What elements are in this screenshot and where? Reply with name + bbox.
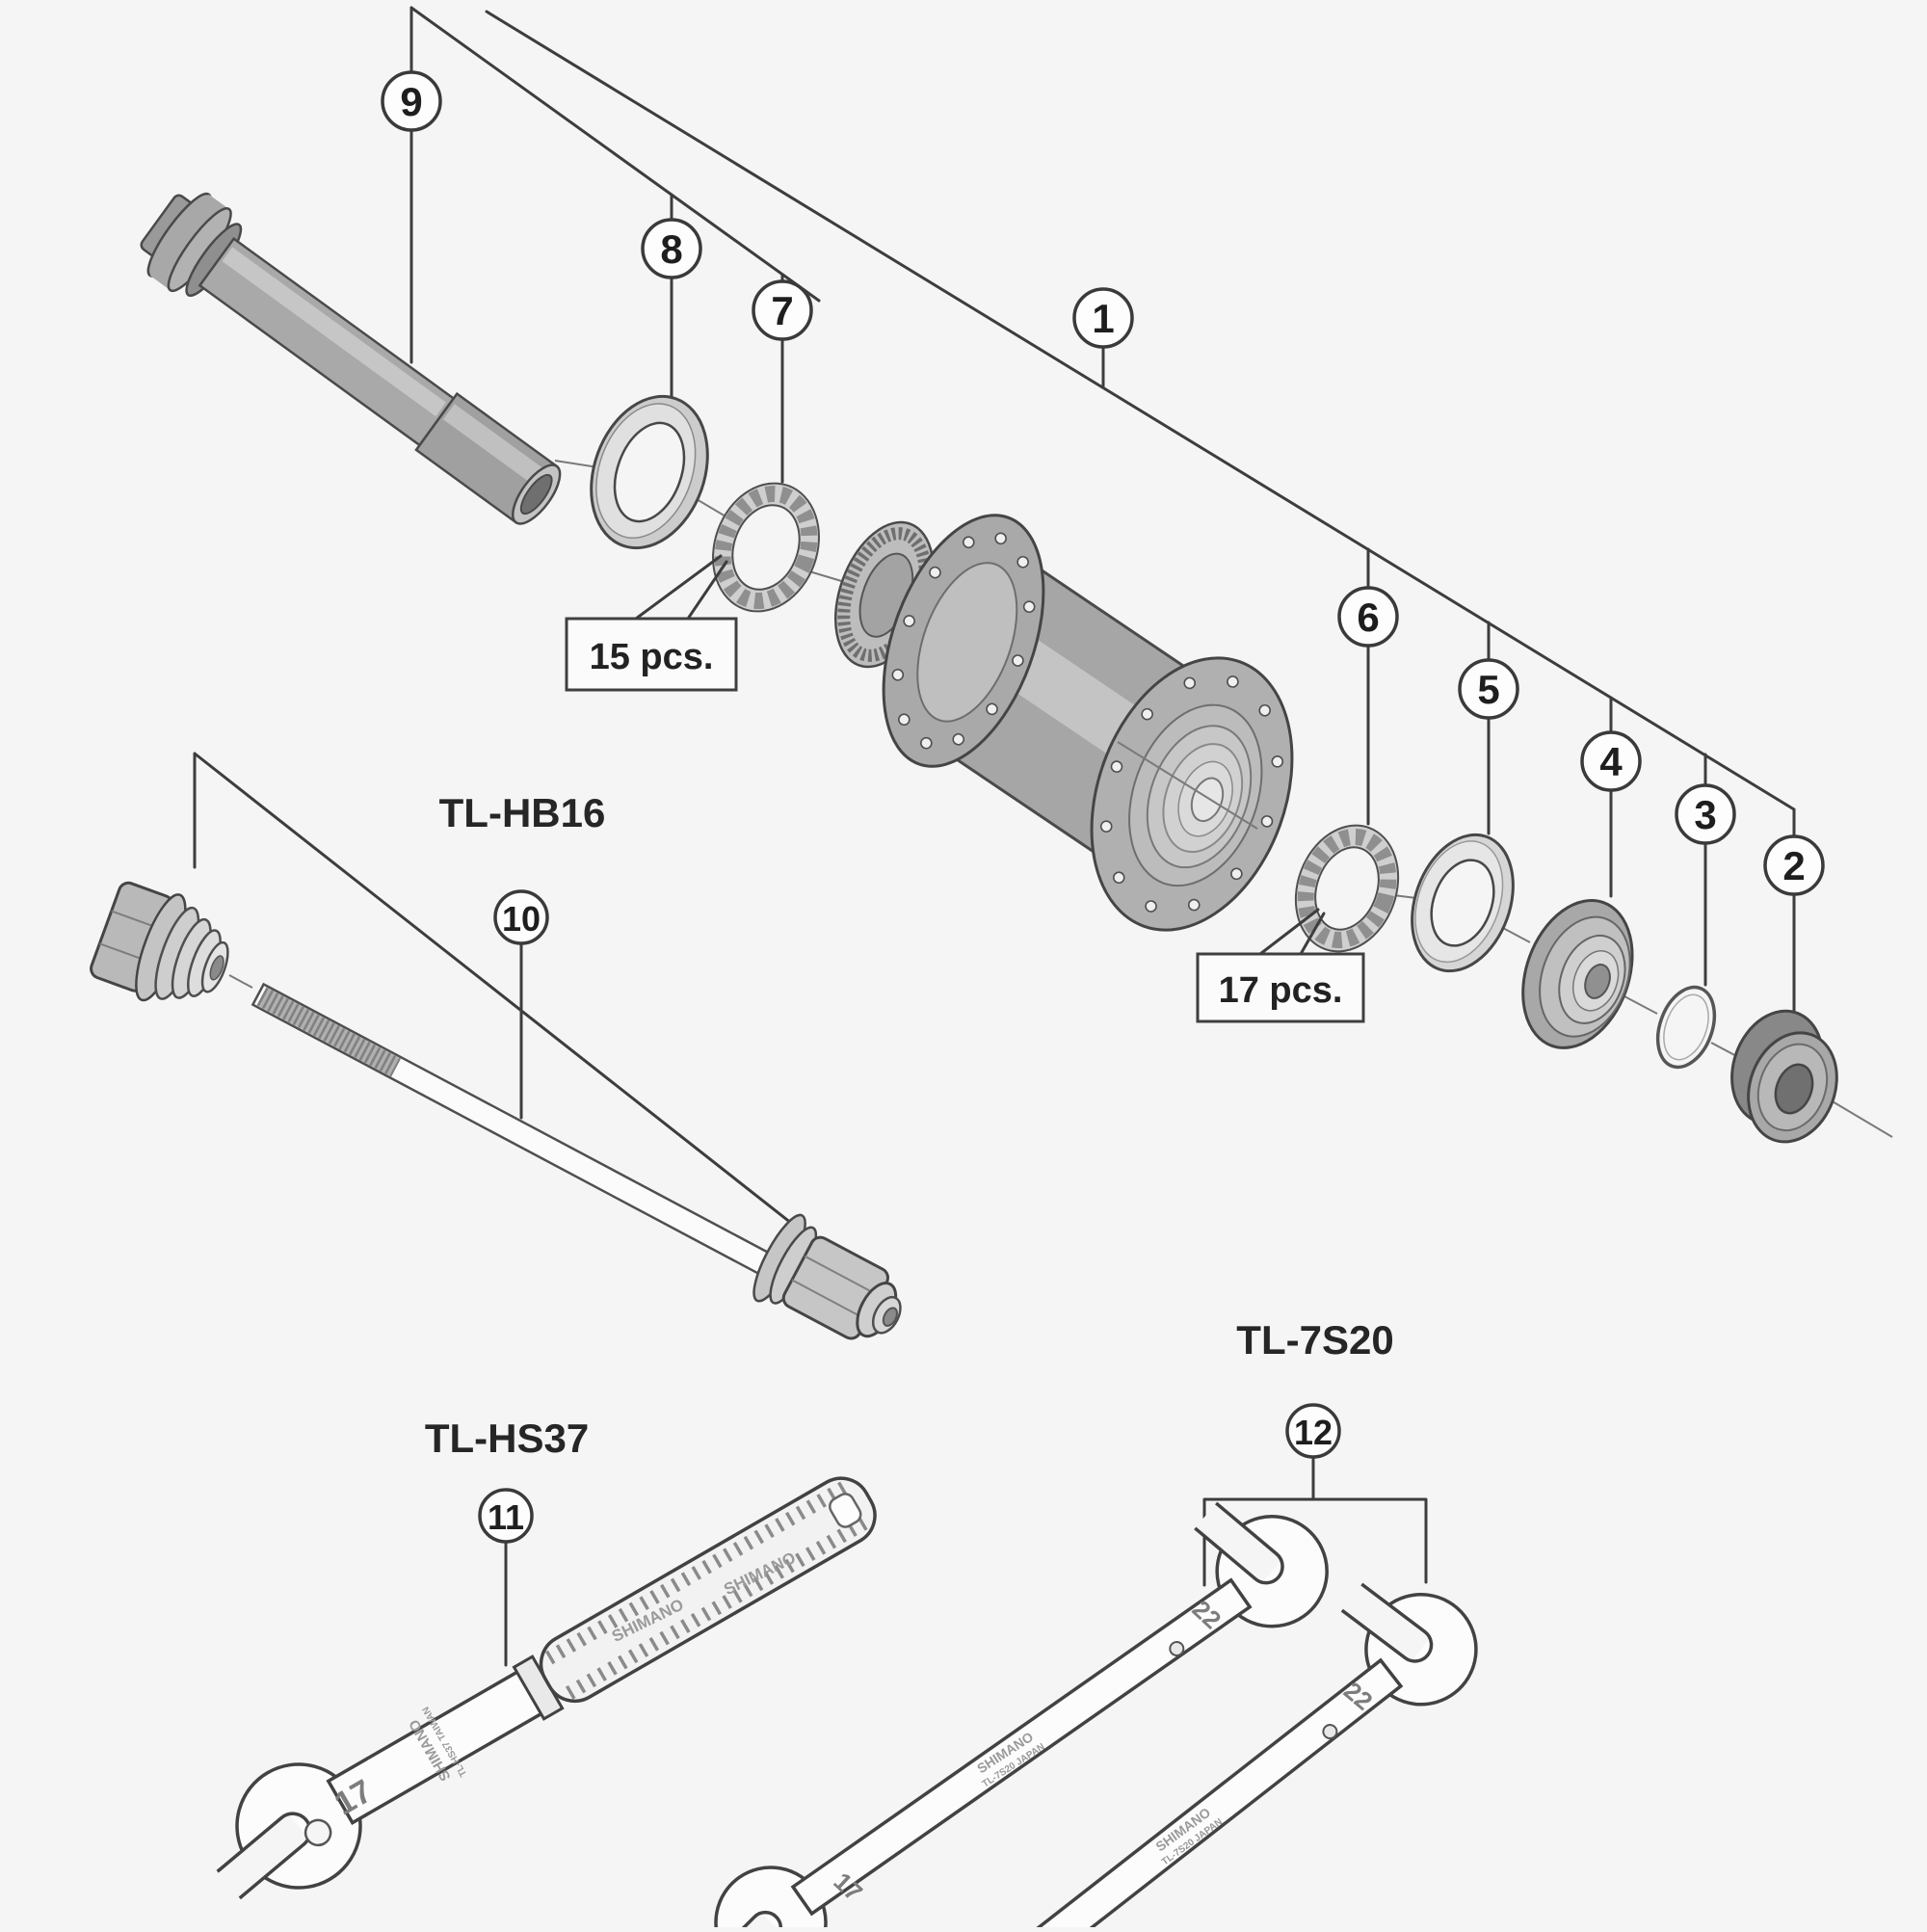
svg-text:10: 10 <box>502 899 541 939</box>
leader-line <box>485 10 1796 811</box>
quick-release-skewer <box>90 881 902 1340</box>
qty-label-15: 15 pcs. <box>590 637 714 677</box>
svg-text:1: 1 <box>1092 296 1114 341</box>
spoke-holes <box>891 532 1036 750</box>
callout-12: 12 <box>1285 1403 1341 1459</box>
callout-9: 9 <box>381 70 442 132</box>
svg-text:6: 6 <box>1357 595 1379 640</box>
svg-text:9: 9 <box>400 79 422 124</box>
cone <box>1521 899 1634 1049</box>
hub-shell <box>833 514 1294 932</box>
svg-text:8: 8 <box>660 226 682 272</box>
shaft-hole <box>1322 1724 1338 1740</box>
callout-11: 11 <box>478 1488 534 1544</box>
locknut <box>1730 1009 1838 1144</box>
hub-flange-right <box>1090 656 1294 932</box>
callout-2: 2 <box>1763 834 1825 896</box>
leader-lines <box>193 6 1796 1667</box>
svg-text:11: 11 <box>488 1497 524 1537</box>
tool-label-tl-hs37: TL-HS37 <box>425 1416 589 1461</box>
svg-text:2: 2 <box>1782 843 1805 888</box>
jaw-22 <box>1340 1582 1434 1663</box>
callout-10: 10 <box>493 889 549 945</box>
axle <box>140 192 562 525</box>
hub-flange-left <box>882 514 1045 768</box>
qty-box-15: 15 pcs. <box>565 554 738 692</box>
spanner-tl-7s20-a: 17 22 SHIMANO TL-7S20 JAPAN <box>699 1501 1329 1932</box>
svg-text:4: 4 <box>1599 739 1623 784</box>
qty-label-17: 17 pcs. <box>1219 970 1343 1011</box>
spanner-tl-7s20-b: 17 22 SHIMANO TL-7S20 JAPAN <box>990 1582 1478 1932</box>
callouts: 9 8 7 1 6 5 4 3 <box>381 70 1825 1544</box>
callout-7: 7 <box>752 279 813 341</box>
seal-washer <box>590 394 709 550</box>
callout-4: 4 <box>1580 730 1642 792</box>
spoke-holes <box>1099 675 1284 913</box>
svg-text:5: 5 <box>1477 667 1499 712</box>
washer <box>1411 833 1515 973</box>
callout-5: 5 <box>1458 658 1519 720</box>
callout-8: 8 <box>641 218 702 279</box>
qr-adjusting-nut <box>90 881 229 1002</box>
grip-hang-hole <box>829 1493 862 1528</box>
cone-wrench-tl-hs37: SHIMANO SHIMANO 17 SHIMANO TL-HS37 TAIWA… <box>216 1476 877 1900</box>
callout-1: 1 <box>1072 287 1134 349</box>
svg-text:12: 12 <box>1294 1413 1333 1452</box>
svg-text:7: 7 <box>771 288 793 333</box>
tool-label-tl-7s20: TL-7S20 <box>1236 1317 1393 1363</box>
wrench-jaw <box>216 1812 312 1900</box>
head-hole <box>304 1818 332 1847</box>
tool-label-tl-hb16: TL-HB16 <box>439 790 606 835</box>
svg-text:3: 3 <box>1694 792 1716 837</box>
callout-3: 3 <box>1675 783 1736 845</box>
axis-line <box>554 460 1893 1138</box>
wrench-grip: SHIMANO SHIMANO <box>539 1476 877 1704</box>
callout-6: 6 <box>1337 586 1399 648</box>
ball-retainer-15 <box>712 482 820 613</box>
seal-ring <box>1655 985 1717 1070</box>
leader-line <box>193 752 816 1243</box>
axis-line <box>228 974 253 989</box>
leader-line <box>1202 1455 1428 1587</box>
axis-line <box>1117 741 1258 830</box>
shaft-hole <box>1169 1640 1185 1656</box>
qty-box-17: 17 pcs. <box>1196 908 1365 1023</box>
jaw-22 <box>1194 1501 1284 1585</box>
ball-retainer-17 <box>1294 824 1400 953</box>
leader-line <box>409 6 821 303</box>
qr-end-nut <box>752 1213 902 1340</box>
